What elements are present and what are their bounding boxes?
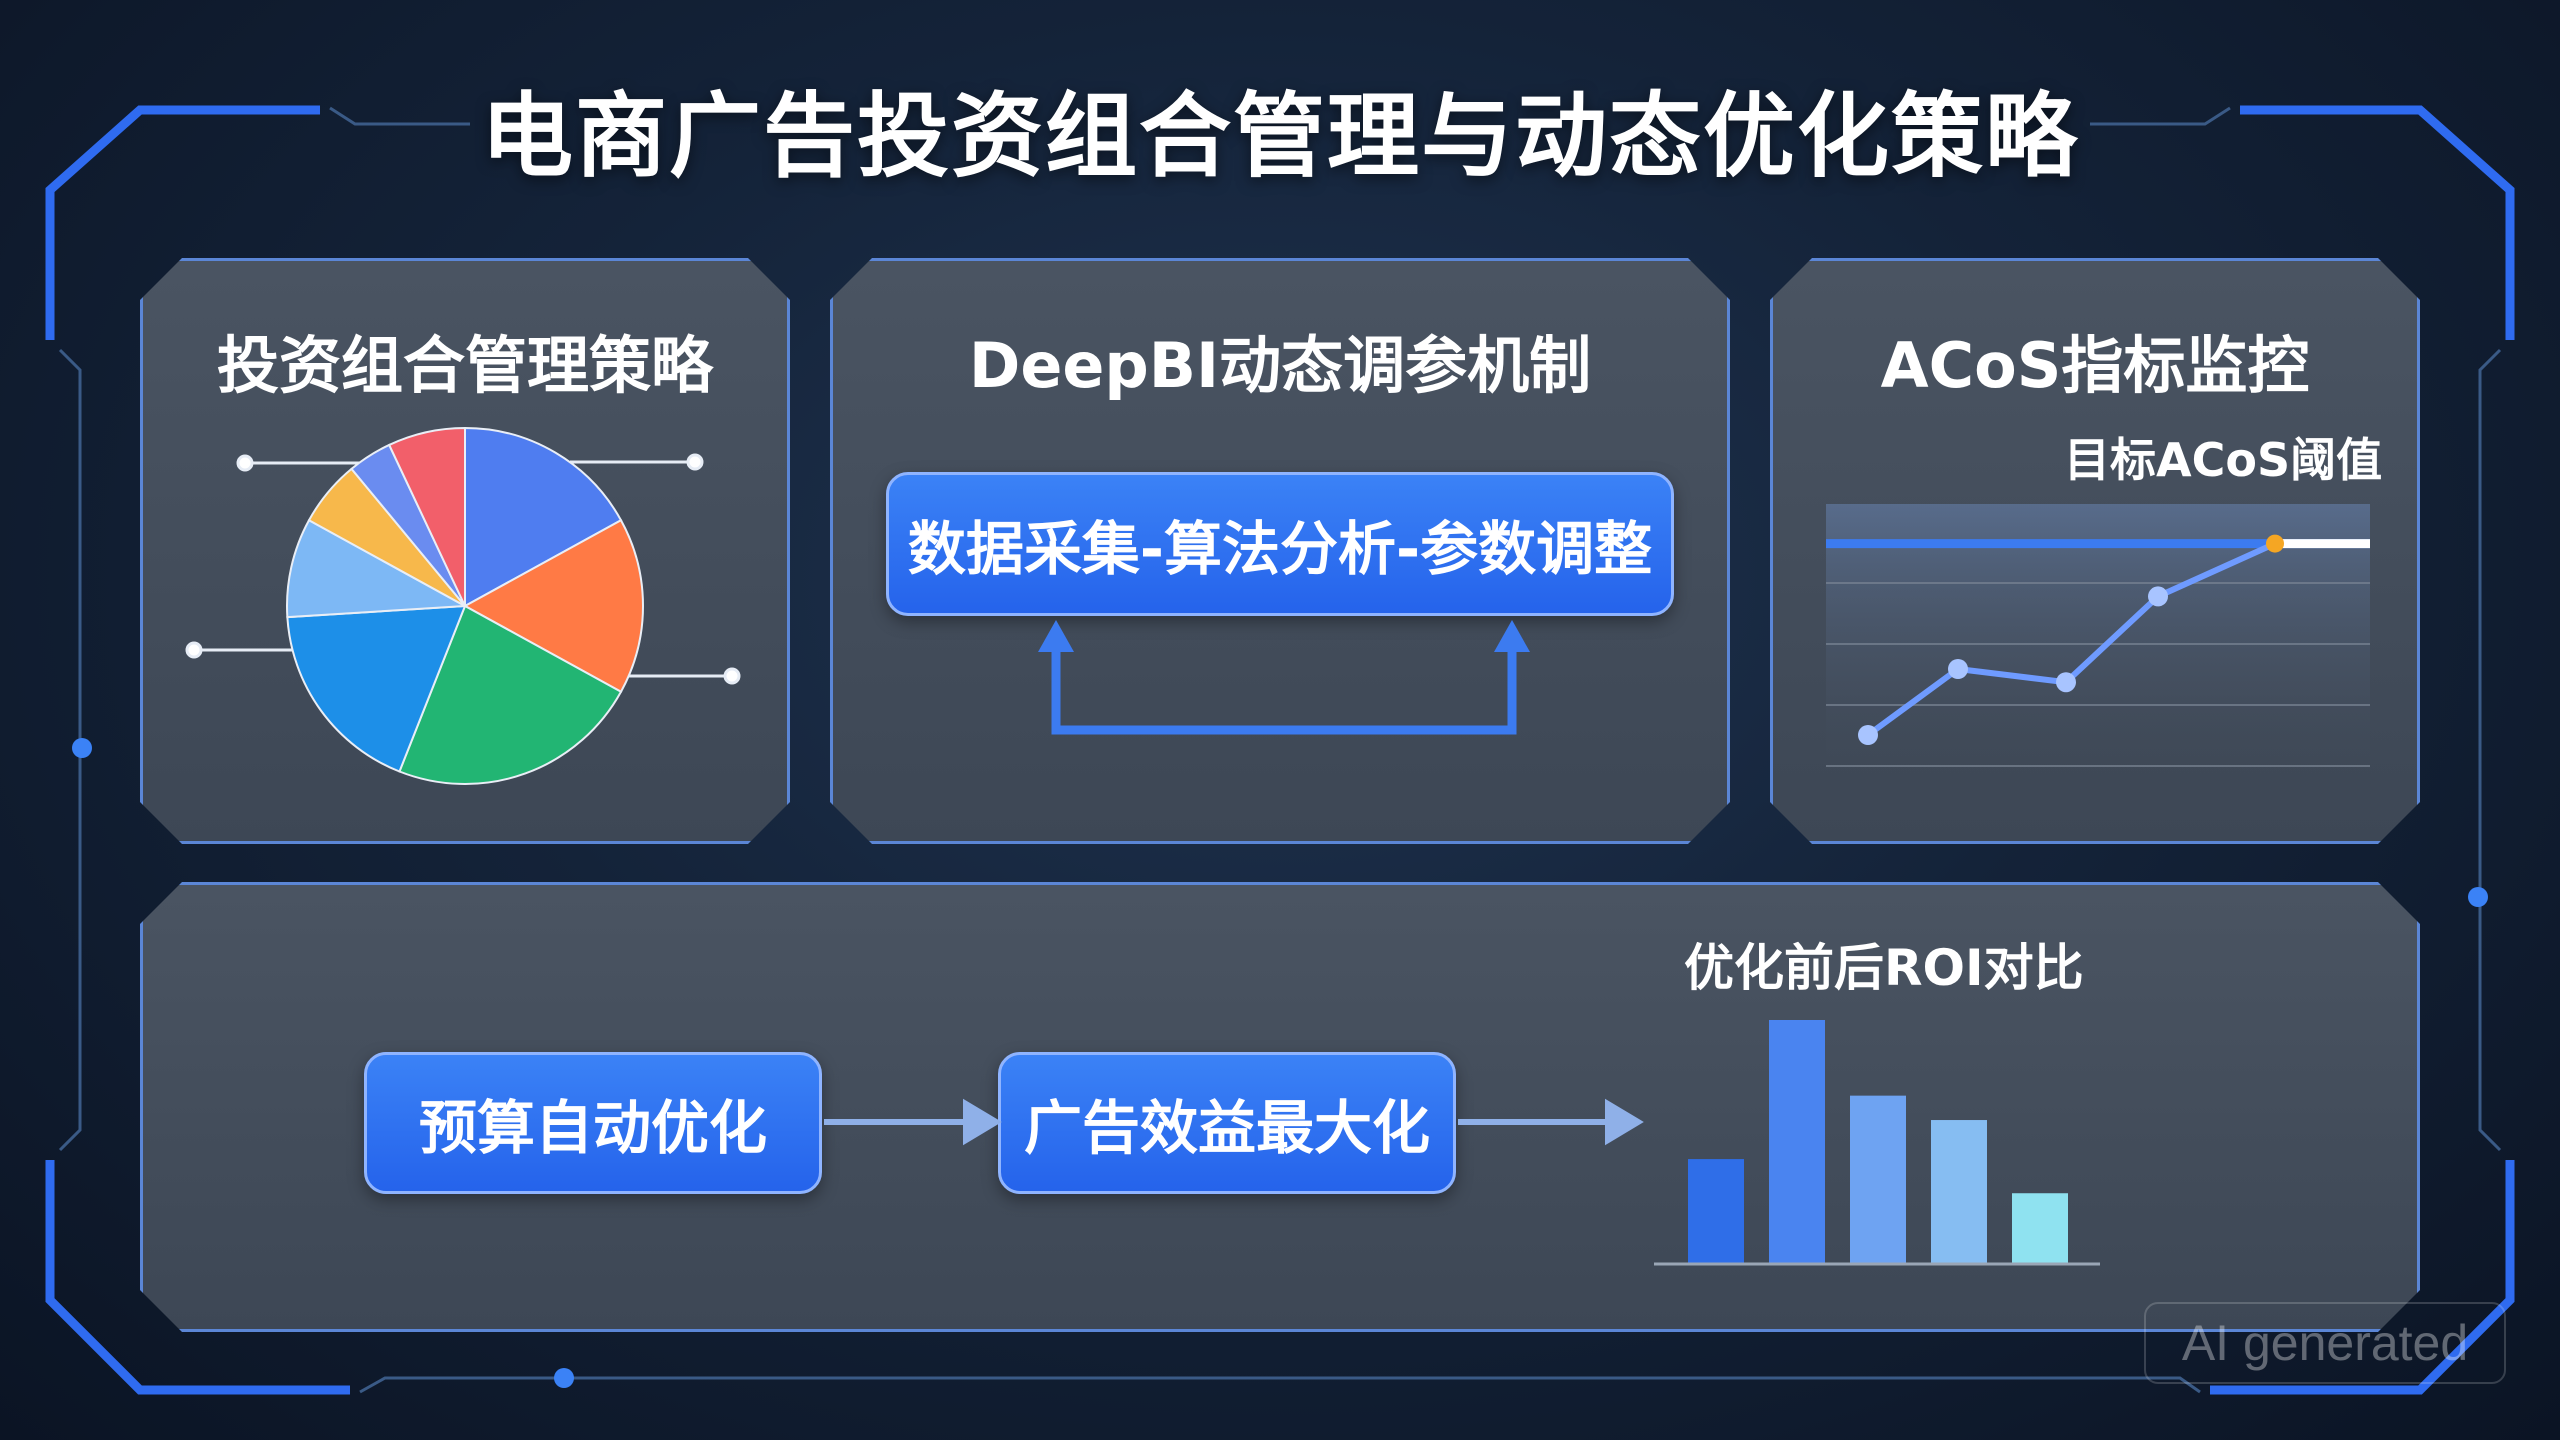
pie-slice [286,518,469,619]
pie-slice [464,426,623,608]
roi-bar [2012,1193,2068,1264]
feedback-loop-arrow [1038,620,1530,735]
pie-slice [286,604,467,773]
pie-leader-dot [236,454,254,472]
acos-point [2148,586,2168,607]
arrow-head [1605,1098,1644,1146]
step-arrows [824,1098,1644,1146]
pie-slice [398,604,623,785]
step-ad-efficiency: 广告效益最大化 [998,1052,1456,1194]
page-title: 电商广告投资组合管理与动态优化策略 [480,83,2079,190]
frame-dot-left [72,738,92,758]
pie-leader-dot [723,667,741,685]
roi-bar [1931,1120,1987,1264]
data-loop-pill: 数据采集-算法分析-参数调整 [886,472,1674,616]
acos-point [2056,672,2076,693]
acos-point [1858,725,1878,745]
pie-slice [462,518,644,694]
deepbi-panel-title: DeepBI动态调参机制 [968,329,1592,402]
acos-point [1948,659,1968,679]
frame-dot-right [2468,887,2488,907]
portfolio-panel-title: 投资组合管理策略 [216,329,713,402]
acos-panel-title: ACoS指标监控 [1880,329,2310,402]
portfolio-pie-chart [185,426,741,785]
pie-leader-dot [185,641,203,659]
roi-bar [1850,1095,1906,1264]
acos-threshold-marker [2266,534,2284,553]
pie-slice [387,426,466,607]
roi-chart-title: 优化前后ROI对比 [1684,939,2084,997]
acos-threshold-label: 目标ACoS阈值 [2064,433,2383,487]
roi-bar [1688,1159,1744,1264]
arrow-head [963,1098,1002,1146]
frame-dot-bottom [554,1368,574,1388]
pie-leader-dot [686,453,704,471]
ai-generated-watermark: AI generated [2144,1302,2506,1384]
roi-bar [1769,1020,1825,1264]
acos-line-chart [1826,504,2370,768]
step-budget-optimization: 预算自动优化 [364,1052,822,1194]
roi-bar-chart [1654,1020,2100,1266]
